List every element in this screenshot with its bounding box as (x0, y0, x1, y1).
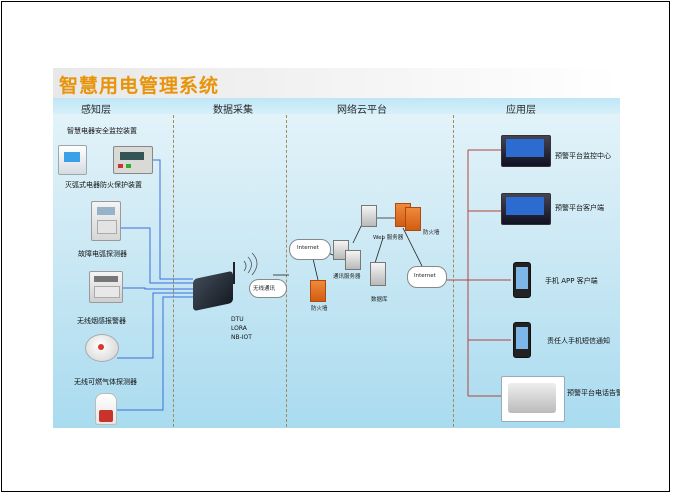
device-label-4: 无线烟感报警器 (77, 317, 126, 325)
divider-1 (173, 115, 174, 427)
desktop-computer-icon-2 (501, 193, 551, 225)
firewall-right-label: 防火墙 (423, 230, 440, 236)
antenna-icon (233, 262, 235, 284)
link-device-4 (117, 292, 193, 359)
internet-left-label: Internet (297, 245, 319, 251)
app-label-1: 预警平台监控中心 (555, 152, 611, 160)
app-label-4: 责任人手机短信通知 (547, 337, 610, 345)
firewall-top-icon-2 (405, 207, 421, 231)
header-collection: 数据采集 (213, 105, 253, 116)
protocol-nbiot: NB-IOT (231, 334, 252, 341)
smartphone-icon (513, 262, 531, 298)
column-header-band (53, 98, 620, 114)
link-device-1 (150, 159, 193, 280)
link-device-5 (115, 296, 193, 411)
header-cloud: 网络云平台 (337, 105, 387, 116)
app-label-3: 手机 APP 客户端 (545, 277, 598, 285)
app-label-5: 预警平台电话告警 (567, 389, 620, 397)
web-server-label: Web 服务器 (373, 235, 404, 241)
device-label-1: 智慧电器安全监控装置 (67, 127, 137, 135)
internet-right-label: Internet (414, 273, 436, 279)
gas-detector-icon (95, 393, 117, 425)
divider-2 (286, 115, 287, 427)
wireless-cloud-icon (249, 279, 287, 298)
link-device-2 (119, 227, 193, 284)
arc-detector-icon (89, 271, 123, 303)
arc-protection-icon (91, 201, 121, 241)
device-label-5: 无线可燃气体探测器 (74, 378, 137, 386)
monitor-unit-icon (113, 146, 153, 174)
web-server-icon (361, 205, 377, 227)
device-label-2: 灭弧式电器防火保护装置 (65, 181, 142, 189)
smoke-detector-icon (85, 334, 119, 362)
header-perception: 感知层 (81, 105, 111, 116)
database-icon (370, 262, 386, 286)
device-label-3: 故障电弧探测器 (78, 250, 127, 258)
comm-server-icon-2 (345, 250, 361, 270)
internet-cloud-right (407, 266, 447, 288)
telephone-icon (501, 376, 565, 422)
internet-cloud-left (289, 239, 331, 260)
header-application: 应用层 (506, 105, 536, 116)
firewall-left-label: 防火墙 (311, 306, 328, 312)
desktop-computer-icon (501, 135, 551, 167)
divider-3 (453, 115, 454, 427)
firewall-left-icon (310, 280, 326, 302)
protocol-lora: LORA (231, 325, 247, 332)
protocol-dtu: DTU (231, 316, 244, 323)
system-diagram: 智慧用电管理系统 感知层 数据采集 网络云平台 应用层 (53, 68, 620, 428)
link-device-3 (121, 287, 193, 290)
power-meter-icon (58, 145, 87, 175)
wireless-label: 无线通讯 (253, 286, 276, 292)
database-label: 数据库 (371, 297, 388, 303)
title-bar: 智慧用电管理系统 (53, 68, 620, 98)
comm-server-label: 通讯服务器 (333, 274, 361, 280)
diagram-title: 智慧用电管理系统 (59, 75, 220, 97)
app-label-2: 预警平台客户端 (555, 204, 604, 212)
smartphone-icon-2 (513, 322, 531, 358)
